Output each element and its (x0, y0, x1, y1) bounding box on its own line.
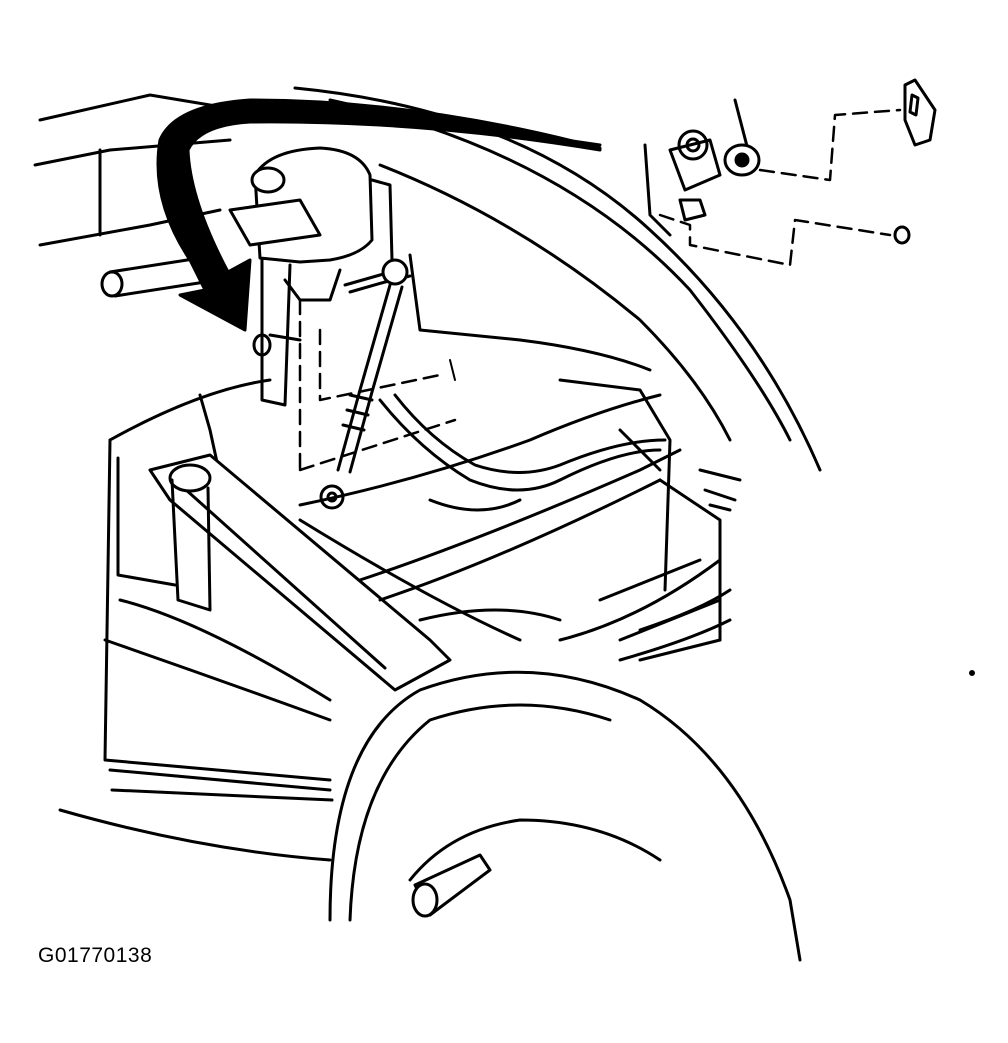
inset-mount-detail (643, 98, 902, 267)
leveling-sensor (228, 146, 394, 407)
figure-code: G01770138 (38, 944, 153, 967)
sensor-arm (319, 258, 412, 510)
left-stud (100, 256, 207, 298)
subframe (58, 378, 452, 862)
stray-mark (969, 670, 975, 676)
cross-member (298, 378, 722, 662)
wheel-well-edge (618, 588, 732, 662)
tire (328, 670, 802, 962)
inset-keyhole-bracket (893, 78, 937, 245)
reference-arrow (156, 98, 602, 332)
harness (378, 393, 742, 512)
sensor-alignment-lines (298, 298, 457, 472)
